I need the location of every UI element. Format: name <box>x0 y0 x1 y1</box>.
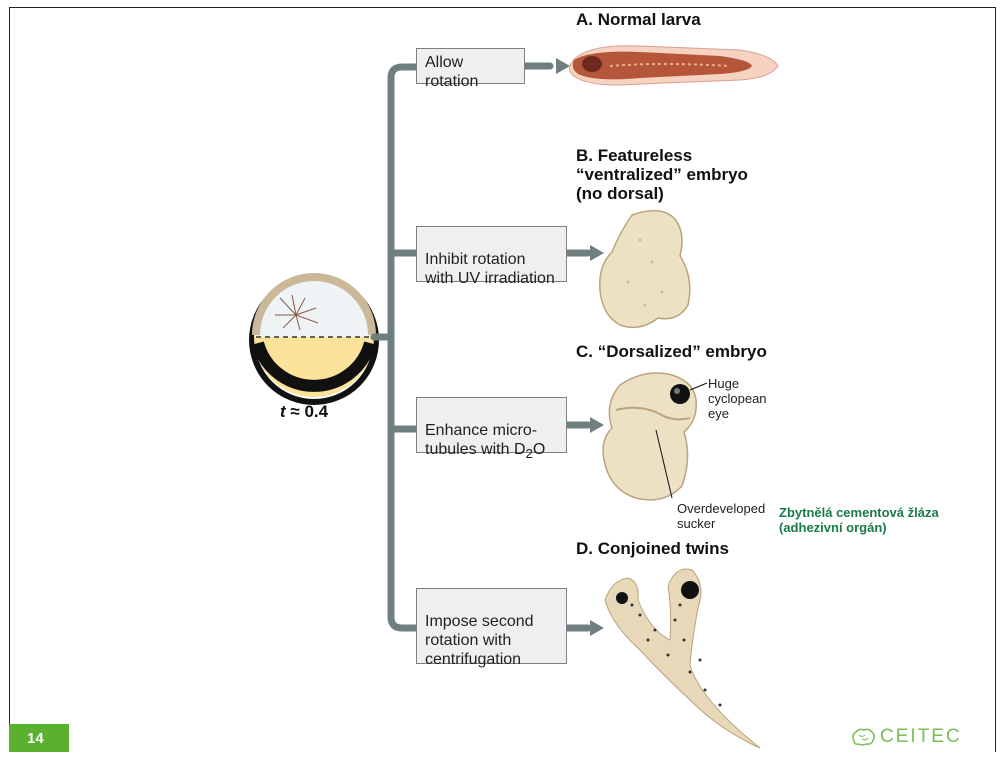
normal-larva-illustration <box>569 46 778 85</box>
enhance-subscript: 2 <box>526 446 533 461</box>
allow-rotation-label: Allow rotation <box>425 54 478 90</box>
connector-tree <box>374 66 588 628</box>
impose-rotation-box: Impose second rotation with centrifugati… <box>416 588 567 664</box>
ceitec-brain-icon <box>850 727 876 747</box>
inhibit-rotation-label: Inhibit rotation with UV irradiation <box>425 251 555 287</box>
cyclopean-eye-label: Huge cyclopean eye <box>708 376 767 421</box>
panel-a-title: A. Normal larva <box>576 10 701 29</box>
conjoined-twins-illustration <box>605 569 760 748</box>
ceitec-logo: CEITEC <box>850 726 962 748</box>
panel-d-title: D. Conjoined twins <box>576 539 729 558</box>
impose-rotation-label: Impose second rotation with centrifugati… <box>425 613 534 668</box>
egg-caption: t ≈ 0.4 <box>280 402 328 422</box>
panel-b-title: B. Featureless “ventralized” embryo (no … <box>576 146 748 203</box>
enhance-microtubules-box: Enhance micro- tubules with D2O <box>416 397 567 453</box>
page-number-badge: 14 <box>9 724 69 752</box>
enhance-suffix: O <box>533 441 545 458</box>
enhance-microtubules-label: Enhance micro- tubules with D <box>425 422 537 458</box>
ventralized-embryo-illustration <box>600 211 690 328</box>
inhibit-rotation-box: Inhibit rotation with UV irradiation <box>416 226 567 282</box>
panel-c-title: C. “Dorsalized” embryo <box>576 342 767 361</box>
allow-rotation-box: Allow rotation <box>416 48 525 84</box>
page-number: 14 <box>27 730 44 747</box>
logo-text: CEITEC <box>880 726 962 748</box>
egg-illustration <box>252 277 376 402</box>
czech-note: Zbytnělá cementová žláza (adhezivní orgá… <box>779 505 939 535</box>
dorsalized-embryo-illustration <box>603 373 707 500</box>
caption-value: ≈ 0.4 <box>286 402 328 421</box>
sucker-label: Overdeveloped sucker <box>677 501 765 531</box>
